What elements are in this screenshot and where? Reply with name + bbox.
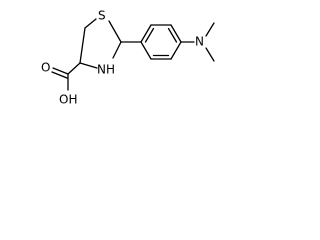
bond-ar-inner-1 [144,27,155,43]
chemical-structure-diagram: S NH O OH N [41,9,215,107]
bond-ar-6 [140,41,152,60]
bond-ar-3 [170,24,182,43]
carbonyl-oxygen-label: O [41,61,50,75]
thiazolidine-ring [79,18,122,69]
bond-c4-cooh [67,62,81,75]
bond-s-c2 [108,20,122,43]
bond-n-methyl-lower [205,47,215,62]
amine-nitrogen-label: N [195,35,204,49]
bond-nh-c4 [79,62,98,69]
hydroxyl-label: OH [59,93,77,107]
bond-ch2-s [84,18,97,29]
bond-c2-nh [112,41,122,59]
bond-c4-ch2 [79,27,86,64]
bond-ar-4 [170,41,182,60]
bond-c-o-double-1 [52,67,69,75]
bond-ar-1 [140,24,152,43]
bond-n-methyl-upper [205,22,215,37]
benzene-ring [140,24,182,60]
dimethylamino-group [180,22,215,62]
ring-nh-label: NH [97,63,115,77]
sulfur-atom-label: S [98,9,106,23]
bond-ar-inner-2 [167,27,178,43]
carboxylic-acid-group [51,62,81,91]
bond-c-o-double-2 [51,71,68,79]
